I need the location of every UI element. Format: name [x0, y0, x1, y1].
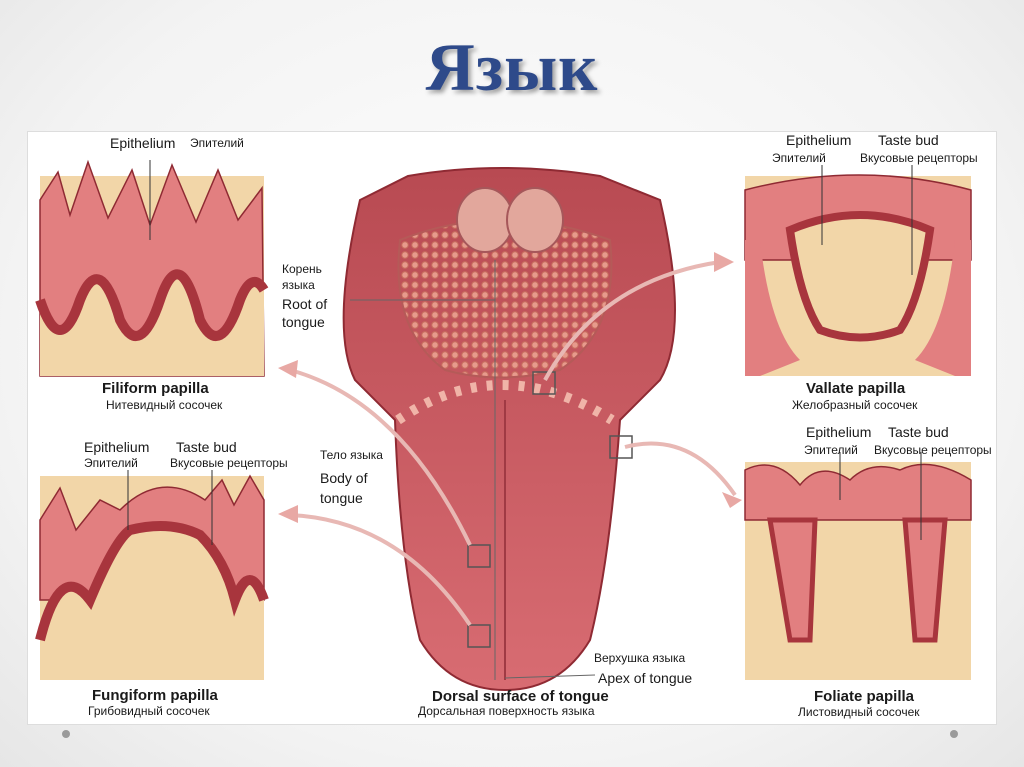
foliate-epithelium-label-ru: Эпителий	[804, 443, 858, 457]
fungiform-caption-ru: Грибовидный сосочек	[88, 704, 210, 718]
foliate-taste-bud-label-ru: Вкусовые рецепторы	[874, 443, 992, 457]
fungiform-epithelium-label: Epithelium	[84, 439, 150, 455]
pointer-arrows	[289, 260, 737, 627]
root-label-line1: Root of	[282, 296, 328, 312]
fungiform-taste-bud-label: Taste bud	[176, 439, 237, 455]
filiform-epithelium-label: Epithelium	[110, 135, 176, 151]
body-label-line2: tongue	[320, 490, 363, 506]
slide-dot-left	[62, 730, 70, 738]
filiform-epithelium-label-ru: Эпителий	[190, 136, 244, 150]
foliate-epithelium-label: Epithelium	[806, 424, 872, 440]
slide-title: Язык	[425, 29, 599, 105]
vallate-taste-bud-label: Taste bud	[878, 132, 939, 148]
root-label-line2: tongue	[282, 314, 325, 330]
fungiform-taste-bud-label-ru: Вкусовые рецепторы	[170, 456, 288, 470]
body-label-ru: Тело языка	[320, 448, 383, 462]
fungiform-caption: Fungiform papilla	[92, 687, 218, 704]
filiform-papilla-illustration	[35, 159, 269, 377]
apex-label: Apex of tongue	[598, 670, 693, 686]
vallate-epithelium-label-ru: Эпителий	[772, 151, 826, 165]
tongue-illustration	[342, 167, 676, 692]
vallate-taste-bud-label-ru: Вкусовые рецепторы	[860, 151, 978, 165]
foliate-caption: Foliate papilla	[814, 688, 915, 705]
vallate-caption: Vallate papilla	[806, 380, 906, 397]
slide-dot-right	[950, 730, 958, 738]
tongue-caption-ru: Дорсальная поверхность языка	[418, 704, 595, 718]
fungiform-papilla-illustration	[35, 470, 269, 680]
foliate-papilla-illustration	[744, 452, 972, 680]
foliate-taste-bud-label: Taste bud	[888, 424, 949, 440]
tongue-caption: Dorsal surface of tongue	[432, 688, 609, 705]
root-label-ru-line1: Корень	[282, 262, 322, 276]
arrow-head-fungiform	[278, 505, 298, 523]
apex-label-ru: Верхушка языка	[594, 651, 686, 665]
filiform-caption-ru: Нитевидный сосочек	[106, 398, 223, 412]
root-label-ru-line2: языка	[282, 278, 315, 292]
arrow-head-filiform	[278, 360, 298, 378]
vallate-epithelium-label: Epithelium	[786, 132, 852, 148]
arrow-head-foliate	[722, 492, 742, 508]
vallate-caption-ru: Желобразный сосочек	[792, 398, 918, 412]
vallate-papilla-illustration	[744, 165, 972, 376]
foliate-caption-ru: Листовидный сосочек	[798, 705, 920, 719]
arrow-head-vallate	[714, 252, 734, 272]
filiform-caption: Filiform papilla	[102, 380, 209, 397]
body-label-line1: Body of	[320, 470, 368, 486]
fungiform-epithelium-label-ru: Эпителий	[84, 456, 138, 470]
